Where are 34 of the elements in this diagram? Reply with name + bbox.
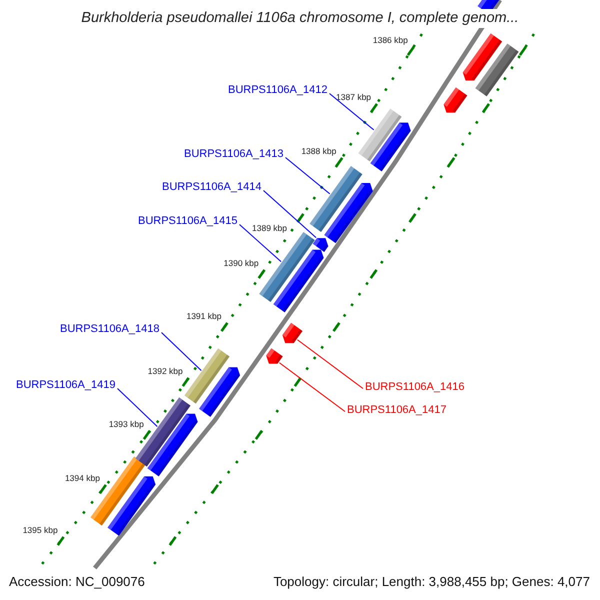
gene-box: [184, 348, 230, 404]
gene-label: BURPS1106A_1415: [138, 216, 238, 227]
leader-line: [238, 224, 282, 262]
gene-label: BURPS1106A_1416: [365, 382, 464, 393]
gene-block: [266, 348, 283, 364]
gene-label: BURPS1106A_1418: [60, 324, 160, 335]
gene-label: BURPS1106A_1417: [347, 405, 446, 416]
gene-label: BURPS1106A_1412: [228, 85, 328, 96]
genome-summary-text: Topology: circular; Length: 3,988,455 bp; Genes: 4,077: [273, 575, 590, 588]
gene-box: [358, 108, 402, 162]
leader-line: [328, 93, 374, 130]
leader-line: [278, 362, 346, 412]
gene-label: BURPS1106A_1419: [16, 380, 116, 391]
accession-text: Accession: NC_009076: [9, 575, 145, 588]
leader-line: [262, 190, 317, 238]
leader-line: [160, 332, 202, 371]
scale-label: 1393 kbp: [108, 420, 144, 428]
scale-label: 1392 kbp: [148, 366, 183, 375]
gene-box: [310, 166, 362, 232]
scale-label: 1391 kbp: [186, 312, 222, 320]
scale-label: 1394 kbp: [64, 474, 100, 482]
leader-line: [116, 388, 158, 427]
scale-label: 1389 kbp: [252, 224, 287, 232]
scale-label: 1387 kbp: [336, 92, 372, 101]
gene-box: [259, 232, 315, 302]
scale-label: 1386 kbp: [372, 36, 408, 44]
leader-line: [284, 157, 330, 194]
leader-line: [296, 339, 364, 389]
scale-label: 1388 kbp: [301, 146, 336, 155]
gene-block: [312, 238, 328, 252]
gene-label: BURPS1106A_1413: [184, 149, 284, 160]
gene-label: BURPS1106A_1414: [162, 182, 262, 193]
gene-block: [282, 322, 303, 344]
scale-label: 1395 kbp: [22, 526, 58, 534]
